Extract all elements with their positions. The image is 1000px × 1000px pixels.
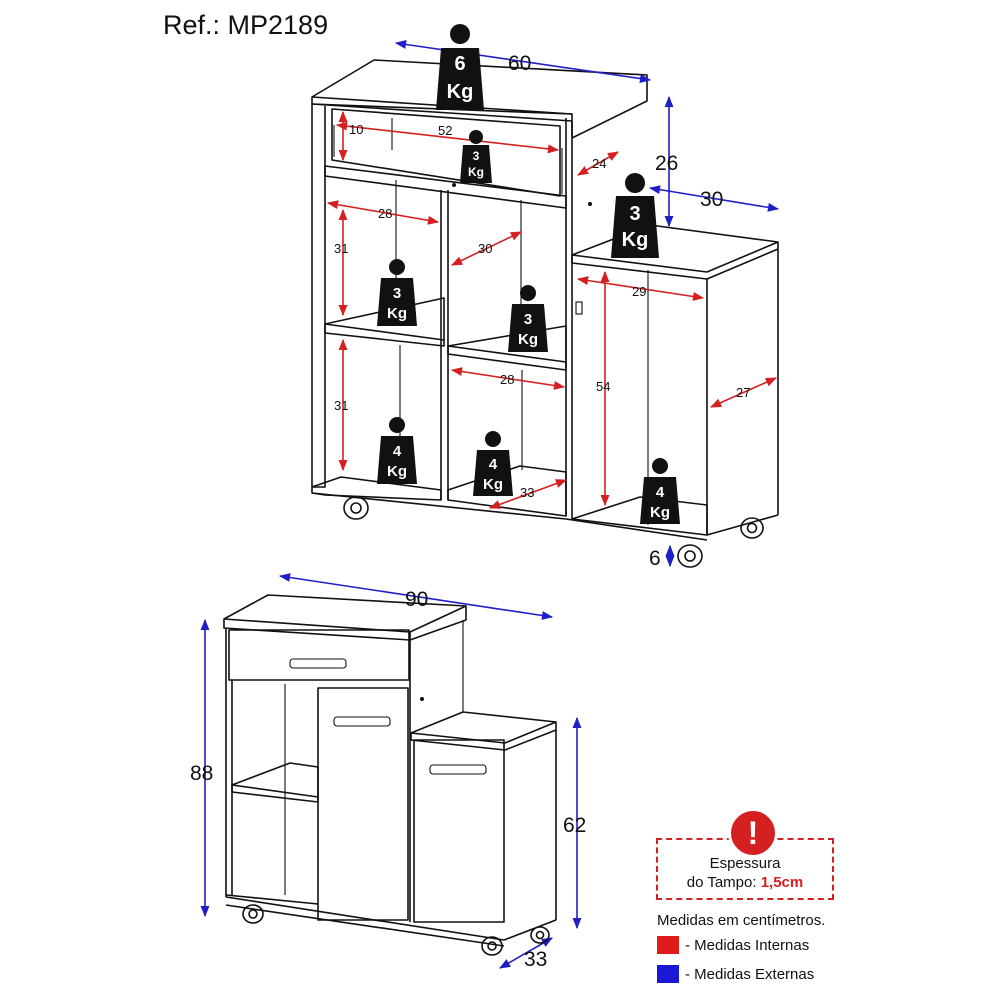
weight-badge: 3 Kg xyxy=(508,285,548,352)
dim-top-height: 26 xyxy=(655,152,678,175)
dim-niche-height-lower: 31 xyxy=(334,398,348,413)
dim-cabinet-height: 54 xyxy=(596,379,610,394)
dim-wheel-height: 6 xyxy=(649,547,661,570)
svg-text:4: 4 xyxy=(656,484,665,501)
dim-side-depth: 30 xyxy=(700,188,723,211)
legend-internal: - Medidas Internas xyxy=(657,936,809,954)
dim-total-height: 88 xyxy=(190,762,213,785)
notice-line-1: Espessura xyxy=(709,855,781,872)
dim-drawer-depth: 24 xyxy=(592,156,606,171)
svg-text:3: 3 xyxy=(393,285,401,302)
units-note: Medidas em centímetros. xyxy=(657,912,826,929)
weight-badge: 3 Kg xyxy=(377,259,417,326)
dim-cabinet-width: 29 xyxy=(632,284,646,299)
closed-cabinet-drawing xyxy=(223,594,557,956)
blue-swatch-icon xyxy=(657,965,679,983)
internal-dimensions xyxy=(326,110,778,509)
svg-text:3: 3 xyxy=(524,311,532,328)
dim-niche-width-lower: 28 xyxy=(500,372,514,387)
svg-text:Kg: Kg xyxy=(387,463,407,480)
dim-niche-width-upper: 28 xyxy=(378,206,392,221)
svg-text:4: 4 xyxy=(393,443,402,460)
svg-text:3: 3 xyxy=(473,149,480,163)
open-cabinet-drawing xyxy=(311,59,779,568)
wheel xyxy=(481,936,503,956)
wheel xyxy=(740,517,764,539)
wheel xyxy=(677,544,703,568)
wheel xyxy=(242,904,264,924)
svg-text:3: 3 xyxy=(629,203,640,225)
dim-cabinet-depth: 27 xyxy=(736,385,750,400)
dim-niche-depth-lower: 33 xyxy=(520,485,534,500)
dim-drawer-height: 10 xyxy=(349,122,363,137)
reference-code: Ref.: MP2189 xyxy=(163,10,329,40)
weight-badge: 4 Kg xyxy=(473,431,513,496)
weight-badge: 4 Kg xyxy=(640,458,680,524)
thickness-value: 1,5cm xyxy=(760,874,804,891)
dim-total-width: 90 xyxy=(405,588,428,611)
svg-text:Kg: Kg xyxy=(518,331,538,348)
dim-drawer-width: 52 xyxy=(438,123,452,138)
weight-badge: 3 Kg xyxy=(460,130,492,183)
dim-side-height: 62 xyxy=(563,814,586,837)
wheel xyxy=(530,926,550,944)
external-dimensions xyxy=(200,40,780,969)
notice-line-2: do Tampo: 1,5cm xyxy=(686,874,804,891)
svg-text:Kg: Kg xyxy=(447,81,474,103)
weight-badge: 4 Kg xyxy=(377,417,417,484)
red-swatch-icon xyxy=(657,936,679,954)
svg-text:4: 4 xyxy=(489,456,498,473)
wheel xyxy=(343,496,369,520)
svg-text:Kg: Kg xyxy=(483,476,503,493)
dim-niche-depth-upper: 30 xyxy=(478,241,492,256)
svg-text:6: 6 xyxy=(454,53,465,75)
dim-total-depth: 33 xyxy=(524,948,547,971)
svg-text:Kg: Kg xyxy=(387,305,407,322)
legend-external: - Medidas Externas xyxy=(657,965,814,983)
dim-niche-height-upper: 31 xyxy=(334,241,348,256)
svg-text:Kg: Kg xyxy=(622,229,649,251)
warning-icon: ! xyxy=(728,808,778,858)
tabletop-thickness-notice: Espessura do Tampo: 1,5cm xyxy=(656,838,834,900)
dim-top-width: 60 xyxy=(508,52,531,75)
svg-text:Kg: Kg xyxy=(468,165,484,179)
weight-badge: 6 Kg xyxy=(436,24,484,110)
weight-badge: 3 Kg xyxy=(611,173,659,258)
svg-text:Kg: Kg xyxy=(650,504,670,521)
